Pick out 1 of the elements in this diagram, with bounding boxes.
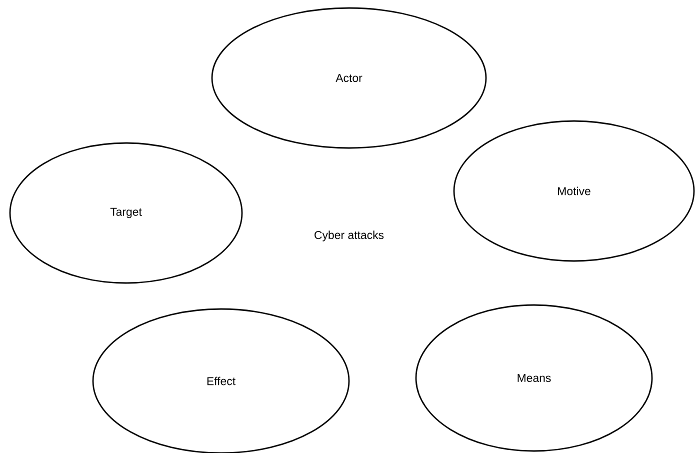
center-label: Cyber attacks: [314, 230, 384, 242]
